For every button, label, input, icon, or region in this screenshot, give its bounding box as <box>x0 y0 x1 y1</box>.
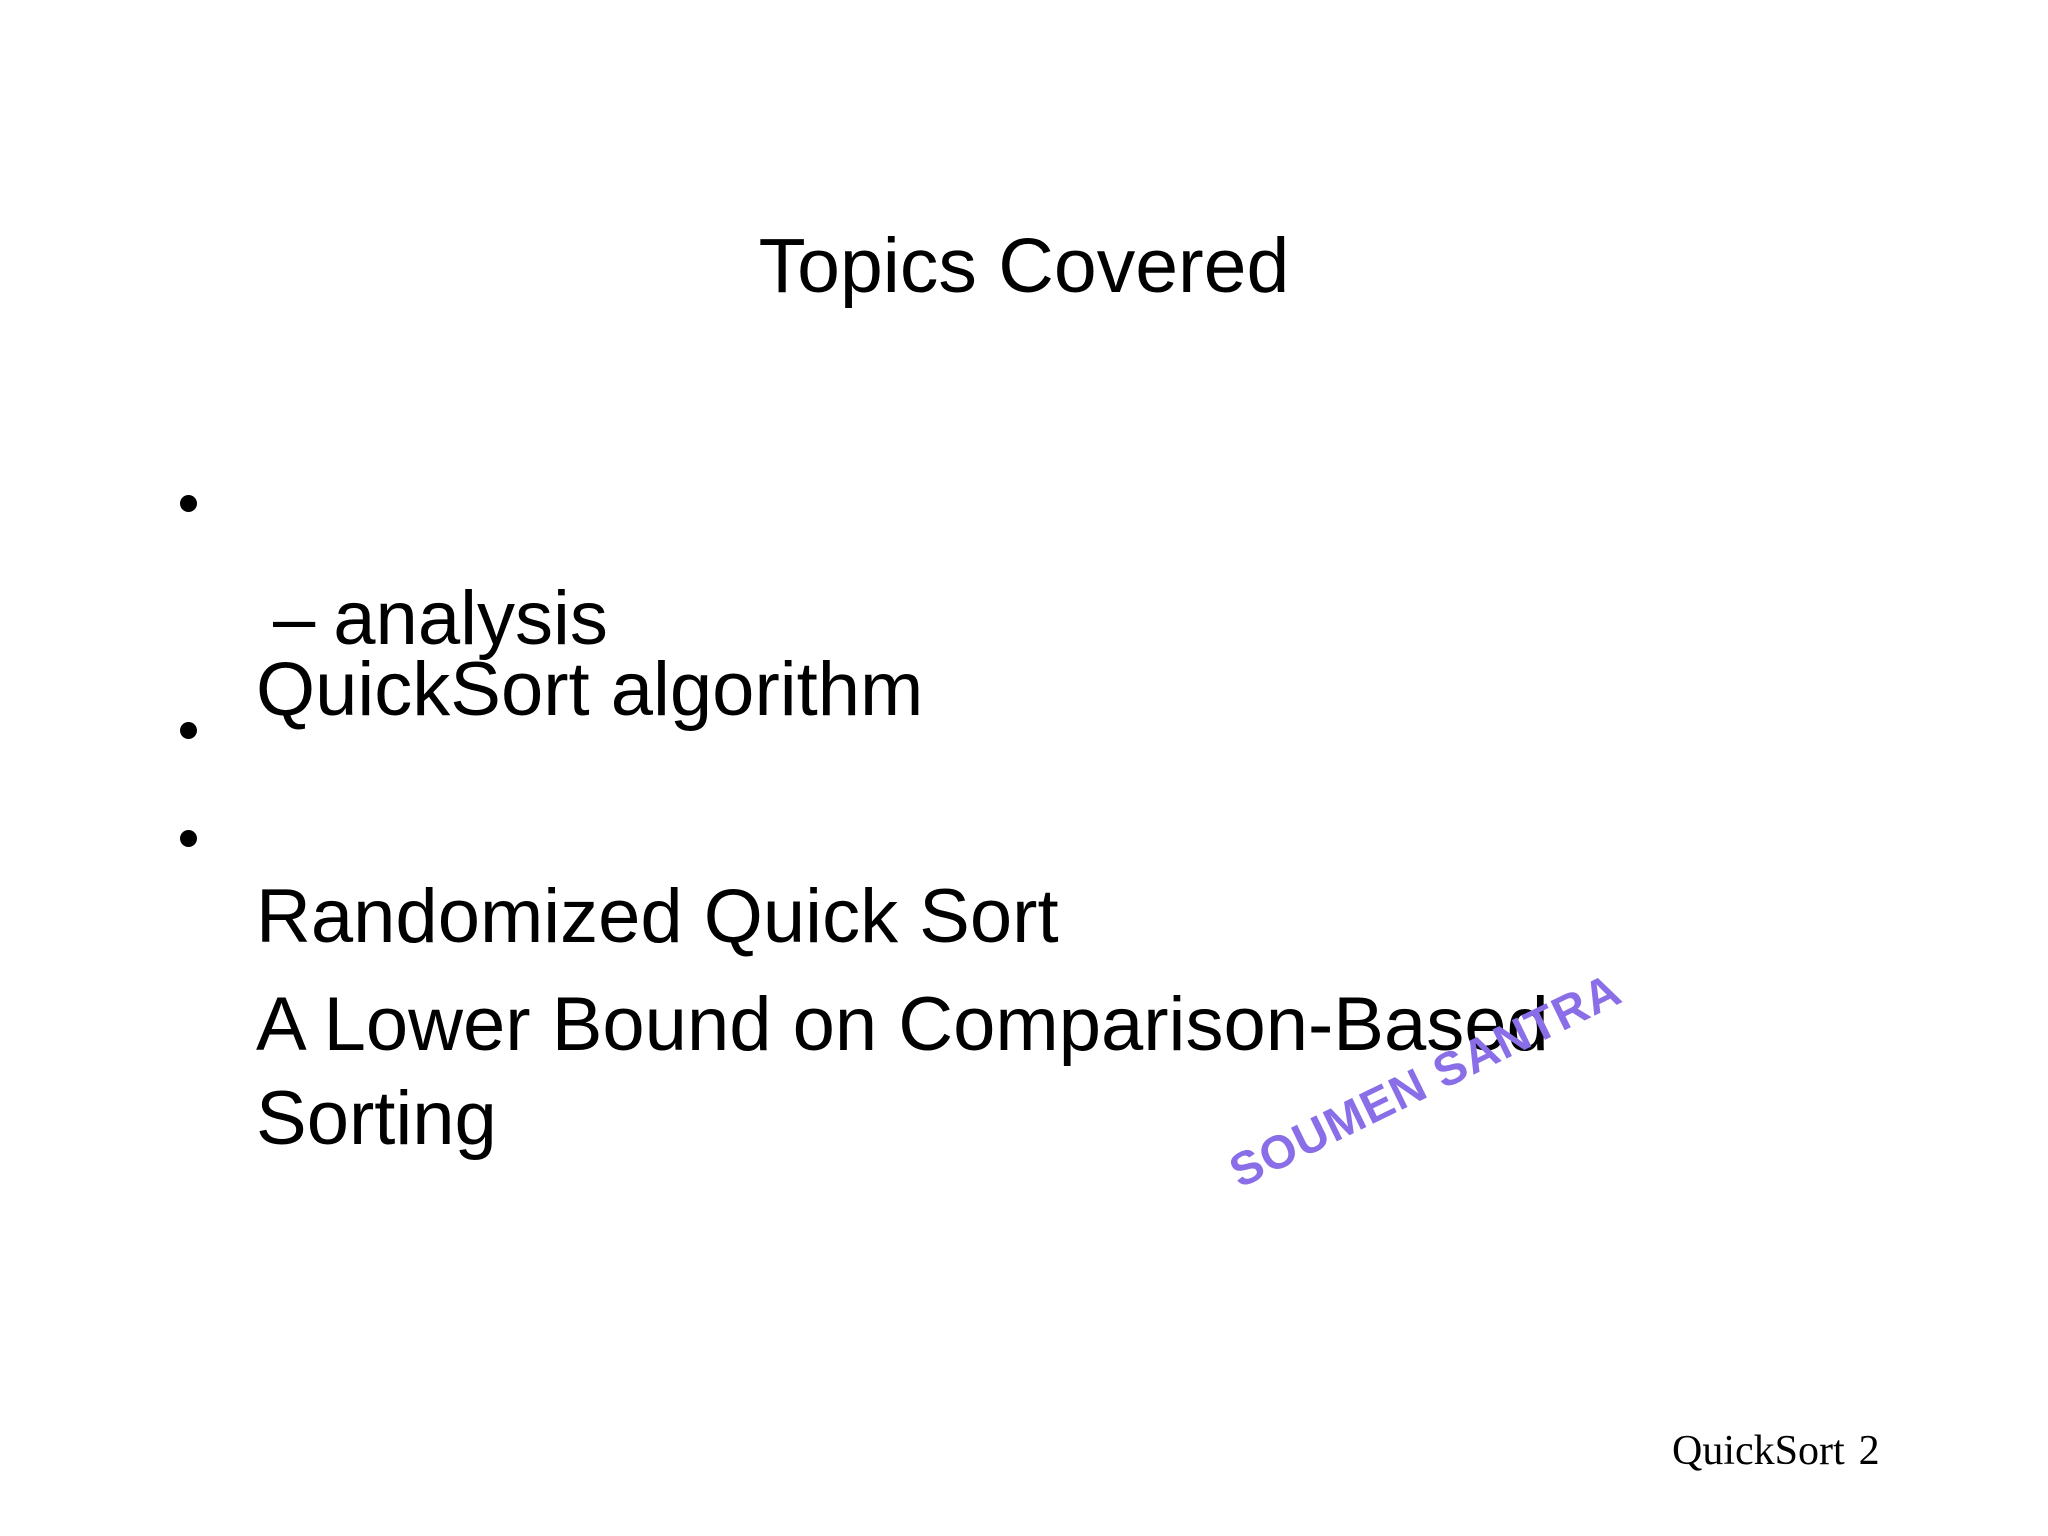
bullet-dot-icon <box>180 722 197 739</box>
bullet-item-quicksort-algorithm: QuickSort algorithm <box>178 455 923 831</box>
bullet-item-lower-bound-sorting: A Lower Bound on Comparison-Based Sortin… <box>178 790 1698 1260</box>
footer-label: QuickSort <box>1672 1428 1845 1474</box>
bullet-dot-icon <box>180 495 197 512</box>
slide-footer: QuickSort 2 <box>1672 1428 1880 1474</box>
bullet-text: A Lower Bound on Comparison-Based Sortin… <box>256 982 1549 1161</box>
bullet-item-analysis: – analysis <box>273 572 608 666</box>
bullet-dot-icon <box>180 830 197 847</box>
bullet-item-randomized-quick-sort: Randomized Quick Sort <box>178 682 1059 1058</box>
page-number: 2 <box>1858 1428 1880 1474</box>
bullet-text: QuickSort algorithm <box>256 647 924 732</box>
bullet-text: analysis <box>333 576 608 661</box>
slide-title: Topics Covered <box>758 223 1290 309</box>
bullet-text: Randomized Quick Sort <box>256 874 1059 959</box>
dash-marker: – <box>273 576 316 661</box>
